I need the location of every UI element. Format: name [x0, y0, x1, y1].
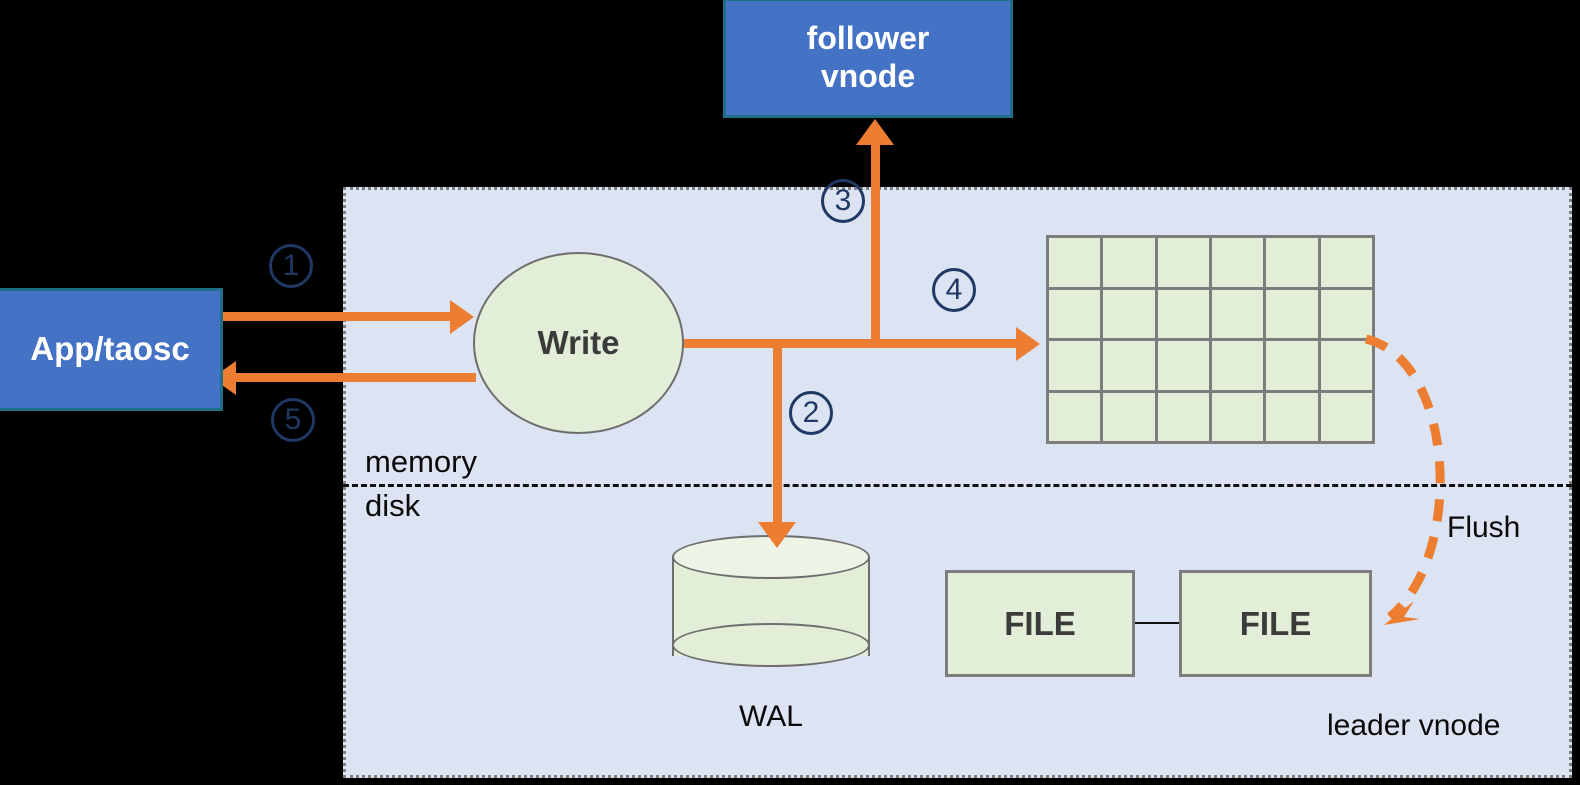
follower-vnode-box: follower vnode [723, 0, 1013, 118]
memtable-cell [1157, 341, 1209, 390]
memtable-cell [1157, 238, 1209, 287]
step-number-4: 4 [932, 268, 976, 312]
memtable-cell [1103, 238, 1155, 287]
memtable-cell [1103, 392, 1155, 441]
follower-vnode-line1: follower [806, 20, 930, 57]
wal-cylinder-bottom [672, 623, 870, 667]
memory-label: memory [365, 444, 477, 479]
edge-write-to-memtable [681, 339, 1022, 348]
memtable-cell [1157, 289, 1209, 338]
step-number-1: 1 [269, 244, 313, 288]
memtable-cell [1103, 289, 1155, 338]
file-box-2: FILE [1179, 570, 1372, 677]
memtable-cell [1103, 341, 1155, 390]
memtable-cell [1211, 238, 1264, 287]
file-connector-line [1135, 622, 1179, 624]
edge-app-to-write [223, 312, 456, 321]
memtable-cell [1049, 392, 1101, 441]
arrowhead-write-to-wal [758, 522, 796, 548]
leader-vnode-label: leader vnode [1327, 709, 1501, 742]
memtable-cell [1211, 289, 1264, 338]
arrowhead-write-to-memtable [1016, 327, 1040, 361]
flush-label: Flush [1447, 511, 1521, 544]
memtable-cell [1211, 392, 1264, 441]
arrowhead-write-to-follower [856, 119, 894, 145]
memtable-cell [1320, 238, 1372, 287]
edge-write-to-follower [871, 139, 880, 344]
memtable-cell [1320, 289, 1372, 338]
memtable-cell [1320, 341, 1372, 390]
flush-arrow [1364, 334, 1445, 625]
memtable-cell [1266, 341, 1318, 390]
memtable-cell [1049, 289, 1101, 338]
edge-write-to-wal [773, 343, 782, 528]
arrowhead-app-to-write [450, 300, 474, 334]
step-number-5: 5 [271, 398, 315, 442]
memtable-cell [1211, 341, 1264, 390]
memtable-grid [1046, 235, 1375, 444]
step-number-2: 2 [789, 391, 833, 435]
wal-label: WAL [739, 700, 803, 733]
disk-label: disk [365, 488, 421, 523]
memory-disk-separator [343, 484, 1572, 487]
wal-cylinder [672, 535, 870, 672]
app-taosc-box: App/taosc [0, 288, 223, 411]
edge-write-to-app [236, 373, 476, 382]
step-number-3: 3 [821, 179, 865, 223]
file-box-1: FILE [945, 570, 1135, 677]
follower-vnode-line2: vnode [820, 58, 916, 94]
memtable-cell [1049, 238, 1101, 287]
write-node: Write [473, 252, 684, 434]
memtable-cell [1266, 238, 1318, 287]
memtable-cell [1320, 392, 1372, 441]
memtable-cell [1157, 392, 1209, 441]
memtable-cell [1266, 289, 1318, 338]
memtable-cell [1049, 341, 1101, 390]
memtable-cell [1266, 392, 1318, 441]
